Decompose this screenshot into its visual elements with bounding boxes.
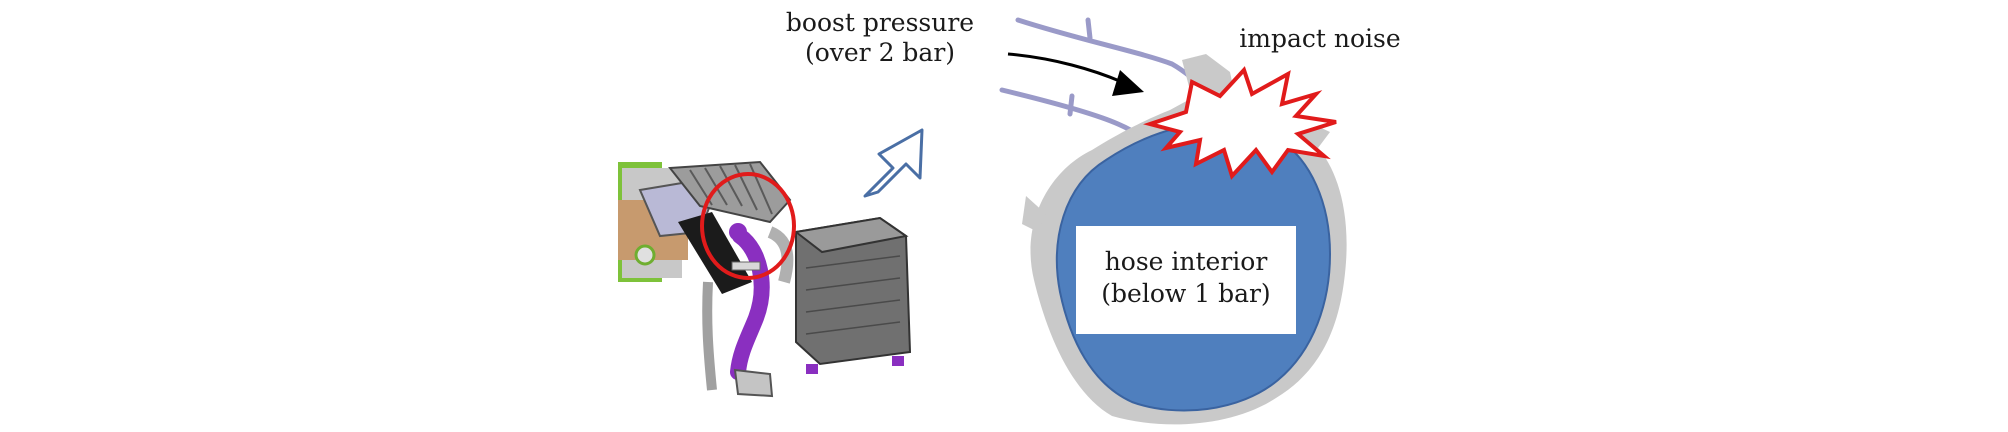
- duct-ribs: [689, 163, 773, 215]
- hose-interior-text: hose interior: [1104, 247, 1268, 276]
- callout-circle: [700, 172, 796, 280]
- outline-arrow-up-right-icon: [863, 128, 924, 198]
- purple-mount-right: [892, 356, 904, 366]
- impact-noise-label: impact noise: [1239, 24, 1401, 53]
- pipe-flange: [733, 368, 774, 398]
- curved-black-arrow-icon: [1007, 52, 1144, 96]
- boost-pressure-value: (over 2 bar): [804, 38, 956, 67]
- engine-bay-illustration: [618, 160, 912, 398]
- bolt: [634, 244, 656, 266]
- control-box-top: [793, 216, 909, 254]
- hose-clamp: [731, 261, 761, 271]
- purple-hose: [730, 228, 770, 380]
- hose-interior-label: hose interior (below 1 bar): [1076, 226, 1296, 334]
- wall-notch: [1022, 196, 1046, 232]
- boost-pressure-label: boost pressure (over 2 bar): [760, 8, 1000, 68]
- hose-cross-section: [999, 17, 1347, 425]
- boost-pressure-text: boost pressure: [785, 8, 975, 37]
- red-starburst-icon: [1143, 66, 1337, 180]
- box-ribs: [805, 255, 901, 335]
- purple-fitting: [729, 223, 747, 241]
- purple-mount-left: [806, 364, 818, 374]
- hose-interior-value: (below 1 bar): [1101, 279, 1271, 308]
- engine-pipe: [702, 281, 717, 391]
